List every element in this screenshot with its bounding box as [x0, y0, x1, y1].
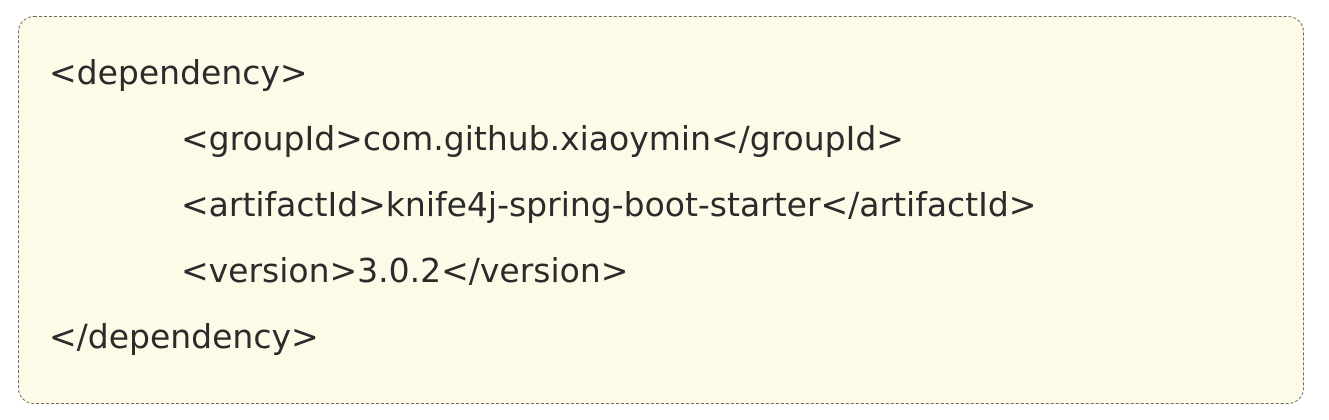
code-line-version: <version>3.0.2</version>	[181, 251, 629, 290]
code-line-dependency-open: <dependency>	[49, 53, 308, 92]
code-block: <dependency> <groupId>com.github.xiaoymi…	[18, 16, 1304, 404]
code-line-artifact-id: <artifactId>knife4j-spring-boot-starter<…	[181, 185, 1037, 224]
code-line-group-id: <groupId>com.github.xiaoymin</groupId>	[181, 119, 904, 158]
code-line-dependency-close: </dependency>	[49, 317, 319, 356]
